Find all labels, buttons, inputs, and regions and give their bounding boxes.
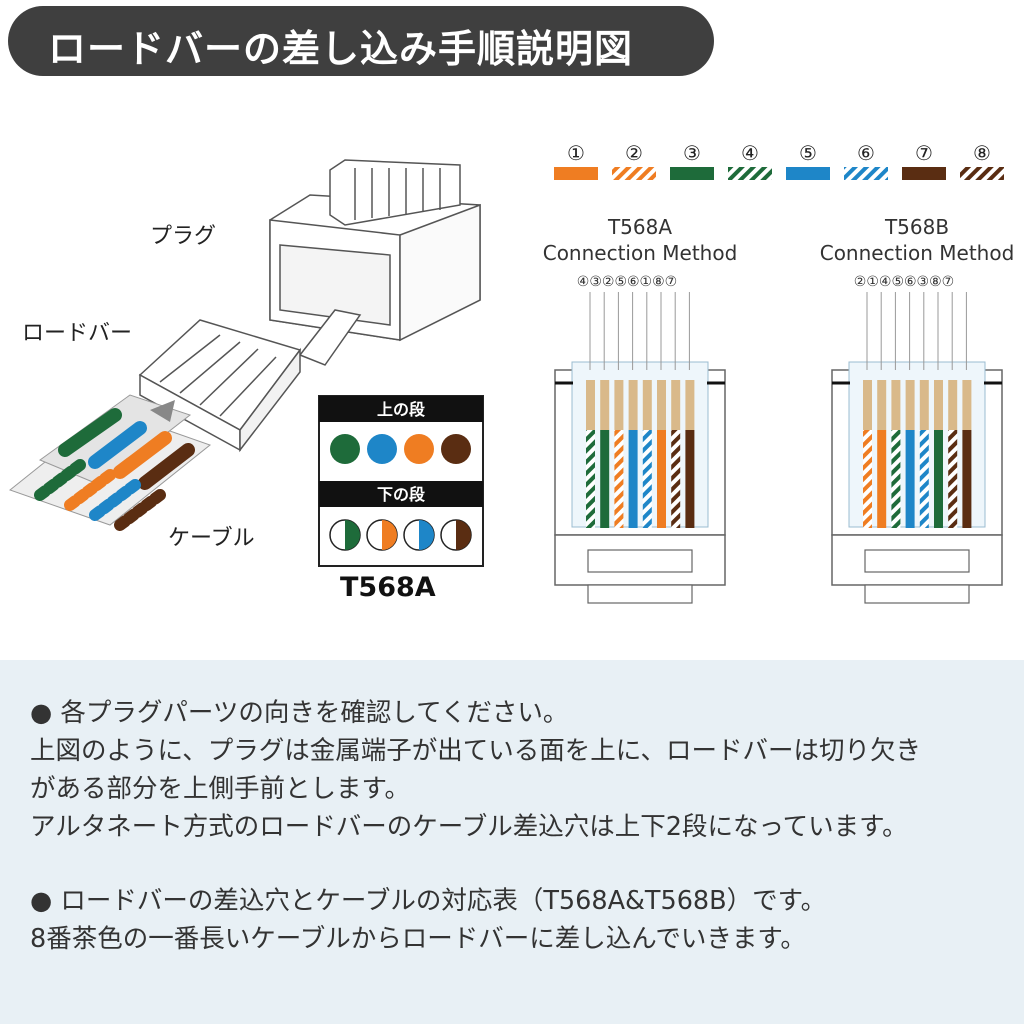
t568a-subtitle: Connection Method — [543, 241, 738, 265]
wire-color-key: ① ② ③ ④ ⑤ ⑥ ⑦ ⑧ — [554, 141, 1004, 180]
lower-white-orange-dot — [366, 519, 398, 551]
t568b-connector — [831, 292, 1003, 604]
t568b-wire-white-blue — [919, 430, 929, 528]
t568b-wire-white-orange — [863, 430, 872, 528]
info-para-2: 上図のように、プラグは金属端子が出ている面を上に、ロードバーは切り欠き — [30, 736, 921, 766]
t568a-connector — [554, 292, 726, 604]
t568b-wire-white-green — [891, 430, 901, 528]
key-number-7: ⑦ — [915, 141, 933, 165]
t568a-wire-brown — [685, 430, 695, 528]
t568a-contact — [671, 380, 681, 430]
page-title: ロードバーの差し込み手順説明図 — [48, 27, 634, 71]
plug-label: プラグ — [150, 224, 217, 249]
upper-blue-dot — [367, 434, 397, 464]
info-para-1: ● 各プラグパーツの向きを確認してください。 — [30, 698, 569, 728]
info-para-4: アルタネート方式のロードバーのケーブル差込穴は上下2段になっています。 — [30, 812, 908, 842]
t568a-contact — [614, 380, 624, 430]
lower-row-label: 下の段 — [377, 485, 426, 504]
t568a-wire-green — [600, 430, 610, 528]
t568b-latch — [831, 534, 1003, 586]
key-number-5: ⑤ — [799, 141, 817, 165]
legend-caption: T568A — [340, 572, 436, 603]
load-bar-illustration — [138, 319, 302, 453]
t568a-contact — [657, 380, 666, 430]
upper-brown-dot — [441, 434, 471, 464]
t568a-contact — [642, 380, 652, 430]
t568a-title: T568A — [607, 215, 672, 239]
upper-row-label: 上の段 — [377, 400, 426, 419]
load-bar-label: ロードバー — [22, 321, 133, 346]
t568a-wire-white-brown — [671, 430, 681, 528]
t568b-title: T568B — [884, 215, 949, 239]
t568b-contact — [934, 380, 943, 430]
t568b-contact — [891, 380, 901, 430]
info-para-6: 8番茶色の一番長いケーブルからロードバーに差し込んでいきます。 — [30, 924, 806, 954]
key-swatch-white-green — [728, 167, 772, 180]
t568a-wire-white-green — [586, 430, 595, 528]
t568b-wire-white-brown — [948, 430, 958, 528]
plug-illustration — [269, 159, 481, 366]
key-swatch-brown — [902, 167, 946, 180]
info-panel: ● 各プラグパーツの向きを確認してください。 上図のように、プラグは金属端子が出… — [0, 660, 1024, 1024]
t568b-pin-order: ②①④⑤⑥③⑧⑦ — [854, 274, 954, 290]
t568b-contact — [948, 380, 958, 430]
connection-diagrams: T568A Connection Method ④③②⑤⑥①⑧⑦ T568B C… — [543, 215, 1015, 604]
key-swatch-blue — [786, 167, 830, 180]
key-number-3: ③ — [683, 141, 701, 165]
t568b-wire-blue — [905, 430, 915, 528]
t568b-subtitle: Connection Method — [820, 241, 1015, 265]
t568b-contact — [877, 380, 887, 430]
key-number-6: ⑥ — [857, 141, 875, 165]
t568b-wire-orange — [877, 430, 887, 528]
assembly-illustration — [8, 159, 481, 531]
t568a-wire-white-orange — [614, 430, 624, 528]
key-number-8: ⑧ — [973, 141, 991, 165]
t568b-contact — [919, 380, 929, 430]
info-para-3: がある部分を上側手前とします。 — [30, 774, 410, 804]
info-para-5: ● ロードバーの差込穴とケーブルの対応表（T568A&T568B）です。 — [30, 886, 827, 916]
t568b-wire-brown — [962, 430, 972, 528]
title-banner: ロードバーの差し込み手順説明図 — [8, 6, 714, 76]
lower-white-green-dot — [329, 519, 361, 551]
t568a-wire-orange — [657, 430, 666, 528]
t568a-wire-blue — [628, 430, 638, 528]
upper-green-dot — [330, 434, 360, 464]
key-number-1: ① — [567, 141, 585, 165]
key-swatch-white-brown — [960, 167, 1004, 180]
t568a-legend-box: 上の段 下の段 — [318, 395, 484, 567]
t568b-contact — [962, 380, 972, 430]
lower-white-blue-dot — [403, 519, 435, 551]
upper-orange-dot — [404, 434, 434, 464]
t568a-contact — [600, 380, 610, 430]
t568a-contact — [628, 380, 638, 430]
t568a-contact — [685, 380, 695, 430]
key-swatch-green — [670, 167, 714, 180]
t568a-contact — [586, 380, 595, 430]
lower-white-brown-dot — [440, 519, 472, 551]
key-swatch-white-blue — [844, 167, 888, 180]
t568a-wire-white-blue — [642, 430, 652, 528]
key-number-2: ② — [625, 141, 643, 165]
key-swatch-white-orange — [612, 167, 656, 180]
t568b-contact — [905, 380, 915, 430]
cable-label: ケーブル — [168, 526, 255, 551]
key-swatch-orange — [554, 167, 598, 180]
t568b-wire-green — [934, 430, 943, 528]
t568a-pin-order: ④③②⑤⑥①⑧⑦ — [577, 274, 677, 290]
cables-illustration — [8, 394, 212, 531]
t568b-contact — [863, 380, 872, 430]
key-number-4: ④ — [741, 141, 759, 165]
